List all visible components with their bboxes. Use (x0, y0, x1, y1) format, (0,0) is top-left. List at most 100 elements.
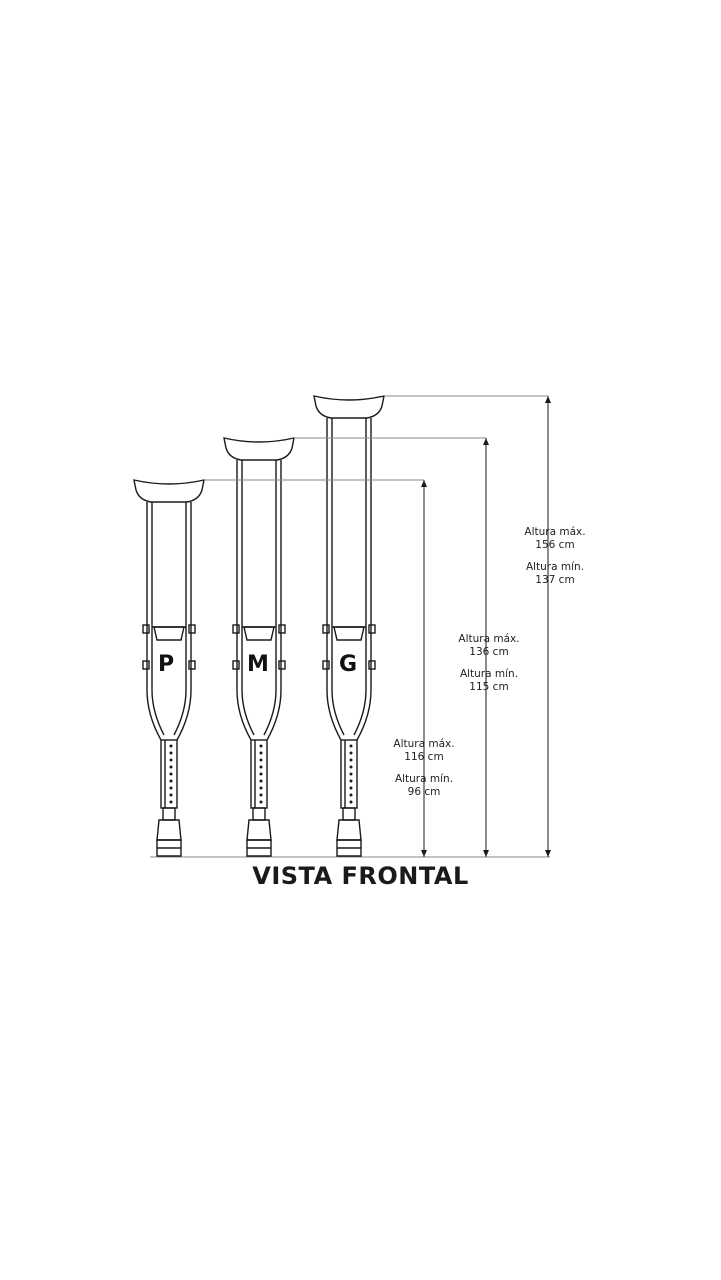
converge-left-m (236, 689, 252, 741)
clamp-upper-right-g (368, 624, 376, 634)
adjust-hole-p (169, 751, 173, 755)
adjust-hole-g (349, 793, 353, 797)
dimension-m (294, 437, 489, 857)
underarm-pad-g (313, 395, 385, 419)
clamp-lower-right-m (278, 660, 286, 670)
clamp-upper-left-m (232, 624, 240, 634)
converge-right-m (266, 689, 282, 741)
rubber-tip-p (156, 839, 182, 857)
adjust-hole-m (259, 765, 263, 769)
rubber-tip-m (246, 839, 272, 857)
label-m-max-title: Altura máx. (458, 633, 520, 645)
crutch-m (223, 437, 295, 857)
adjust-hole-m (259, 758, 263, 762)
adjust-hole-g (349, 786, 353, 790)
label-g-max-value: 156 cm (535, 539, 575, 551)
clamp-lower-right-p (188, 660, 196, 670)
adjust-hole-m (259, 772, 263, 776)
adjust-hole-p (169, 765, 173, 769)
arrow-bottom-p (421, 850, 427, 857)
adjust-hole-p (169, 744, 173, 748)
label-g: Altura máx. 156 cm Altura mín. 137 cm (510, 526, 600, 587)
converge-right-g (356, 689, 372, 741)
adjust-hole-g (349, 758, 353, 762)
adjust-hole-p (169, 793, 173, 797)
label-p-min-value: 96 cm (407, 786, 441, 798)
adjust-hole-p (169, 800, 173, 804)
label-g-min-title: Altura mín. (525, 561, 585, 573)
converge-right-p (176, 689, 192, 741)
label-p-max-value: 116 cm (404, 751, 444, 763)
adjust-hole-m (259, 793, 263, 797)
ferrule-cap-g (336, 819, 362, 841)
underarm-pad-m (223, 437, 295, 461)
adjust-hole-m (259, 800, 263, 804)
converge-left-g (326, 689, 342, 741)
hand-grip-g (333, 626, 365, 641)
adjust-hole-p (169, 779, 173, 783)
adjust-hole-m (259, 751, 263, 755)
converge-right-inner-g (353, 689, 367, 736)
converge-left-p (146, 689, 162, 741)
label-m-min-value: 115 cm (469, 681, 509, 693)
adjust-hole-g (349, 800, 353, 804)
dimension-p (204, 479, 427, 857)
adjust-hole-g (349, 744, 353, 748)
clamp-upper-right-p (188, 624, 196, 634)
ferrule-neck-p (162, 807, 176, 821)
crutch-p (133, 479, 205, 857)
label-p-max-title: Altura máx. (393, 738, 455, 750)
adjust-hole-m (259, 779, 263, 783)
arrow-top-m (483, 438, 489, 445)
hand-grip-m (243, 626, 275, 641)
size-letter-p: P (157, 652, 175, 677)
adjust-hole-g (349, 779, 353, 783)
label-m: Altura máx. 136 cm Altura mín. 115 cm (444, 633, 534, 694)
adjust-hole-m (259, 786, 263, 790)
lower-tube-p (160, 739, 178, 809)
lower-tube-m (250, 739, 268, 809)
converge-right-inner-m (263, 689, 277, 736)
underarm-pad-p (133, 479, 205, 503)
adjust-hole-m (259, 744, 263, 748)
clamp-upper-right-m (278, 624, 286, 634)
adjust-hole-p (169, 772, 173, 776)
arrow-top-g (545, 396, 551, 403)
converge-left-inner-m (241, 689, 255, 736)
adjust-hole-g (349, 765, 353, 769)
label-m-min-title: Altura mín. (459, 668, 519, 680)
clamp-lower-left-g (322, 660, 330, 670)
adjust-hole-p (169, 786, 173, 790)
diagram-title: VISTA FRONTAL (252, 862, 469, 890)
converge-right-inner-p (173, 689, 187, 736)
size-letter-g: G (338, 652, 358, 677)
adjust-hole-p (169, 758, 173, 762)
clamp-lower-right-g (368, 660, 376, 670)
adjust-hole-g (349, 772, 353, 776)
adjust-hole-g (349, 751, 353, 755)
arrow-bottom-m (483, 850, 489, 857)
label-g-min-value: 137 cm (535, 574, 575, 586)
ferrule-neck-m (252, 807, 266, 821)
dimension-g (384, 395, 551, 857)
arrow-bottom-g (545, 850, 551, 857)
lower-tube-g (340, 739, 358, 809)
hand-grip-p (153, 626, 185, 641)
clamp-lower-left-m (232, 660, 240, 670)
clamp-lower-left-p (142, 660, 150, 670)
label-p: Altura máx. 116 cm Altura mín. 96 cm (379, 738, 469, 799)
label-p-min-title: Altura mín. (394, 773, 454, 785)
clamp-upper-left-g (322, 624, 330, 634)
ferrule-neck-g (342, 807, 356, 821)
converge-left-inner-p (151, 689, 165, 736)
crutch-g (313, 395, 385, 857)
ferrule-cap-p (156, 819, 182, 841)
ferrule-cap-m (246, 819, 272, 841)
converge-left-inner-g (331, 689, 345, 736)
arrow-top-p (421, 480, 427, 487)
clamp-upper-left-p (142, 624, 150, 634)
label-m-max-value: 136 cm (469, 646, 509, 658)
size-letter-m: M (247, 652, 269, 677)
rubber-tip-g (336, 839, 362, 857)
